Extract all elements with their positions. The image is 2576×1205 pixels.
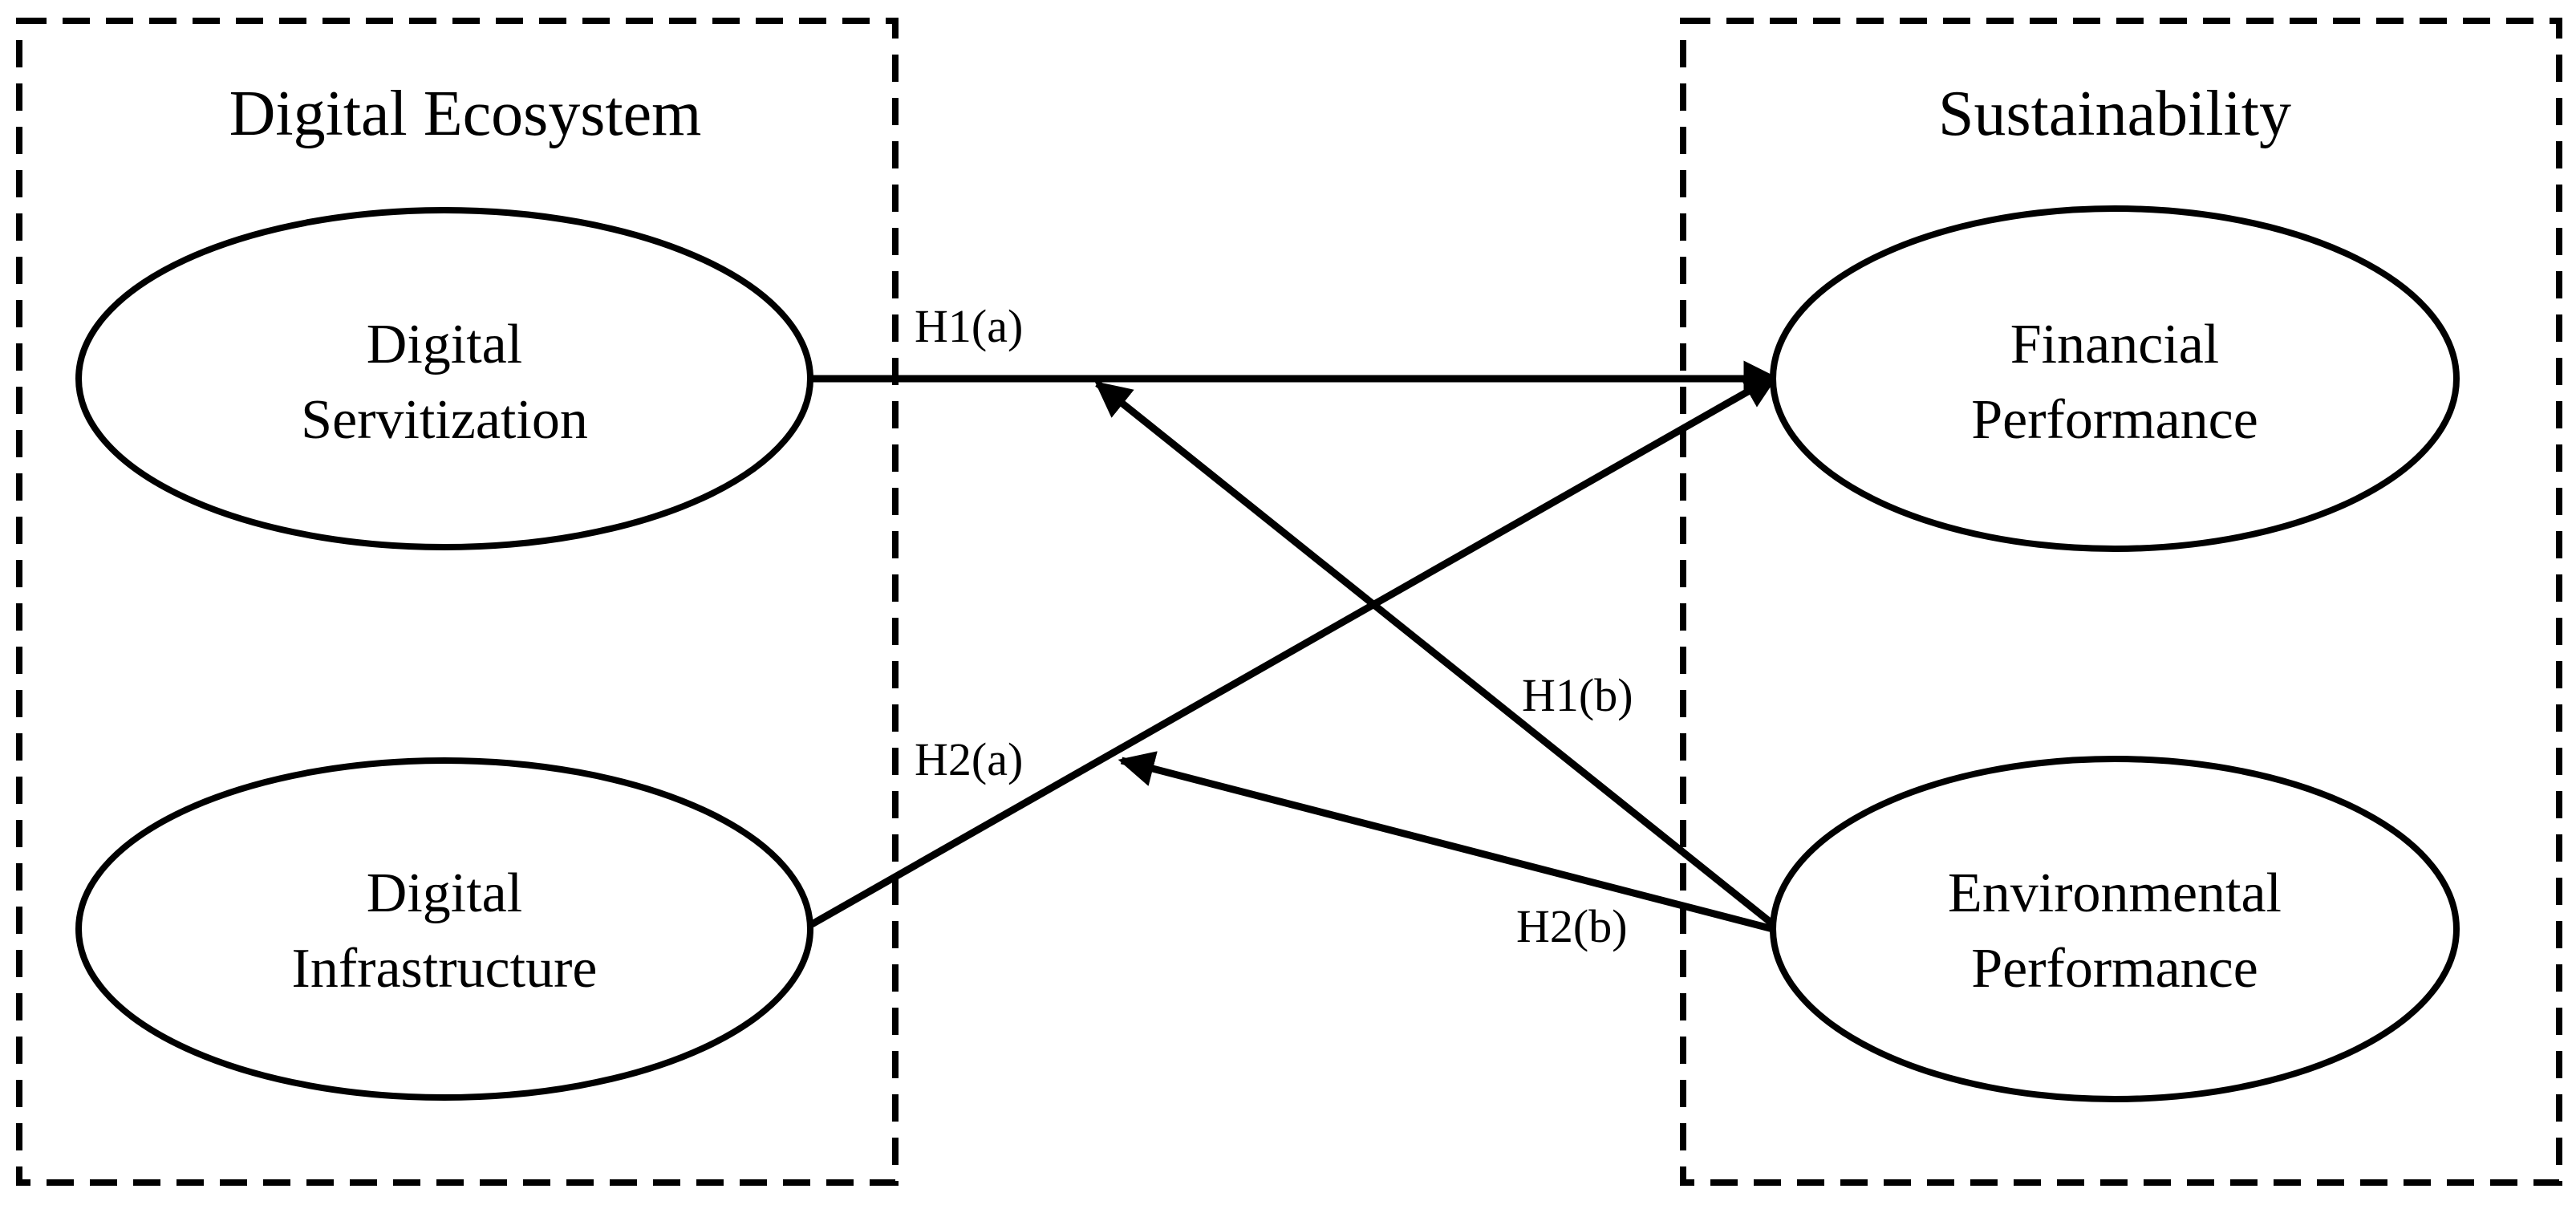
environmental-performance-node: Environmental Performance (1770, 756, 2460, 1102)
digital-servitization-label-line1: Digital (367, 314, 522, 375)
sustainability-group (1680, 18, 2562, 1186)
environmental-performance-label-line1: Environmental (1948, 862, 2282, 924)
edge-label-h2b: H2(b) (1516, 900, 1628, 952)
digital-infrastructure-label-line2: Infrastructure (292, 938, 598, 1000)
digital-servitization-label-line2: Servitization (301, 389, 588, 451)
financial-performance-label-line2: Performance (1971, 389, 2258, 451)
sustainability-title: Sustainability (1938, 79, 2291, 149)
edge-h2b (1118, 751, 1775, 933)
edge-label-h1b: H1(b) (1522, 669, 1633, 721)
edge-label-h1a: H1(a) (915, 300, 1023, 352)
digital-infrastructure-node: Digital Infrastructure (75, 757, 813, 1101)
edge-h1b (1094, 380, 1775, 927)
financial-performance-ellipse (1770, 205, 2460, 552)
digital-ecosystem-group (16, 18, 899, 1186)
digital-infrastructure-label-line1: Digital (367, 862, 522, 924)
edge-h2a (809, 372, 1779, 927)
environmental-performance-label-line2: Performance (1971, 938, 2258, 1000)
edge-label-h2a: H2(a) (915, 733, 1023, 785)
environmental-performance-ellipse (1770, 756, 2460, 1102)
digital-servitization-ellipse (75, 207, 813, 550)
financial-performance-node: Financial Performance (1770, 205, 2460, 552)
digital-infrastructure-ellipse (75, 757, 813, 1101)
digital-servitization-node: Digital Servitization (75, 207, 813, 550)
financial-performance-label-line1: Financial (2010, 314, 2219, 375)
digital-ecosystem-title: Digital Ecosystem (229, 79, 702, 149)
